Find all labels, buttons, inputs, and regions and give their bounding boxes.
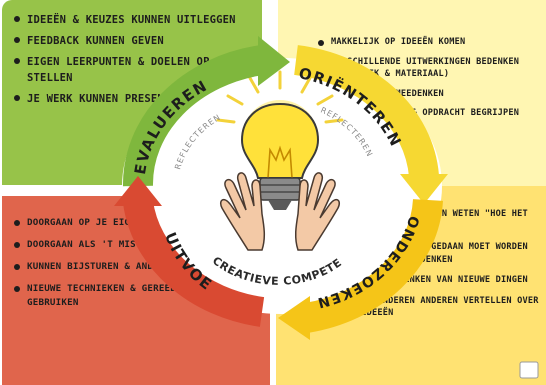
- list-item: Ideeën & keuzes kunnen uitleggen: [14, 12, 259, 28]
- arrow-orienteren: [293, 45, 439, 178]
- arrow-onderzoeken: [303, 198, 443, 333]
- hands-icon: [219, 172, 341, 251]
- arrow-evalueren: [122, 45, 265, 187]
- arrowhead-evalueren: [258, 36, 290, 86]
- light-rays: [216, 70, 344, 124]
- arrowhead-uitvoeren: [114, 176, 162, 206]
- signature-logo: [519, 361, 539, 379]
- list-item: Nieuwe technieken & gereedschappen gebru…: [14, 282, 264, 310]
- list-item: Doorgaan op je eigen manier: [14, 216, 264, 230]
- arrowhead-onderzoeken: [278, 296, 310, 340]
- list-item: Doorgaan als 't misgaat of tegen zit: [14, 238, 264, 252]
- arrowhead-orienteren: [400, 174, 448, 204]
- list-item: Kunnen bijsturen & anderen helpen: [14, 260, 264, 274]
- list-item: Feedback kunnen geven: [14, 33, 259, 49]
- list-item: Eigen leerpunten & doelen op kunnen stel…: [14, 54, 259, 86]
- lightbulb-icon: [240, 100, 320, 210]
- arrow-uitvoeren: [123, 199, 265, 327]
- list-uitvoeren: Doorgaan op je eigen manier Doorgaan als…: [14, 216, 264, 318]
- list-item: Makkelijk op ideeën komen: [318, 36, 540, 49]
